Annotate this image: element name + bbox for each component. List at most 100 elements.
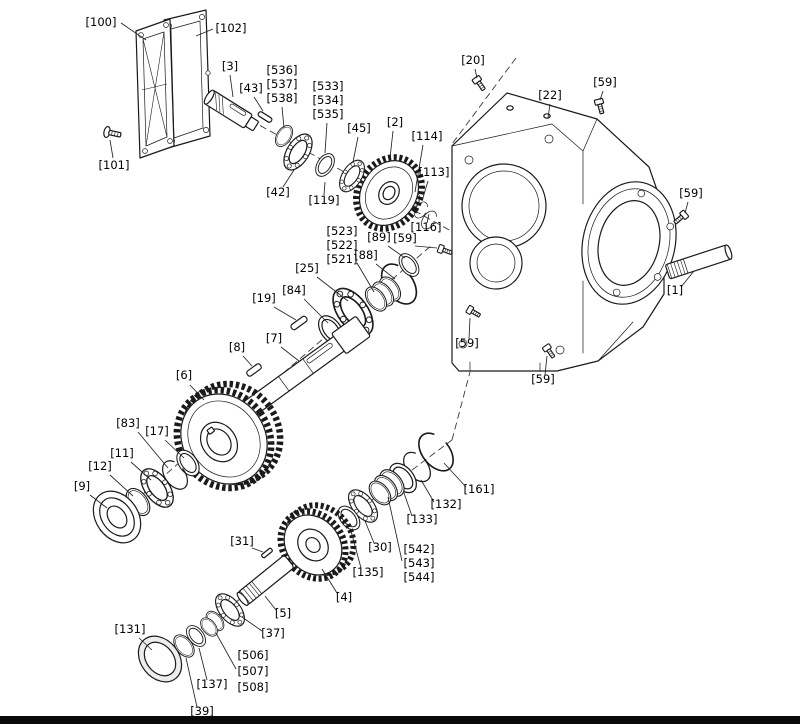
part-label-119: [119] xyxy=(309,193,340,207)
leader-line-59-4 xyxy=(468,317,471,340)
intermediate-shaft-assembly xyxy=(92,249,425,544)
snap-ring-161 xyxy=(411,425,461,479)
part-label-535: [535] xyxy=(313,107,344,121)
part-label-11: [11] xyxy=(110,446,134,460)
leader-line-30 xyxy=(364,520,375,544)
part-label-161: [161] xyxy=(464,482,495,496)
leader-line-84 xyxy=(303,298,329,324)
part-label-523: [523] xyxy=(327,224,358,238)
leader-line-8 xyxy=(242,355,253,367)
part-label-88: [88] xyxy=(354,248,378,262)
part-label-537: [537] xyxy=(267,77,298,91)
leader-line-3 xyxy=(229,74,234,98)
part-label-12: [12] xyxy=(88,459,112,473)
part-label-89: [89] xyxy=(367,230,391,244)
key-43 xyxy=(257,111,273,123)
leader-line-132 xyxy=(420,479,435,503)
part-label-508: [508] xyxy=(238,680,269,694)
part-label-31: [31] xyxy=(230,534,254,548)
part-label-39: [39] xyxy=(190,704,214,718)
spacer-119 xyxy=(311,149,339,181)
part-label-59-3: [59] xyxy=(393,231,417,245)
part-label-45: [45] xyxy=(347,121,371,135)
part-label-30: [30] xyxy=(368,540,392,554)
ring-89 xyxy=(394,249,424,281)
bearing-cover-9 xyxy=(92,490,142,544)
part-label-59-4: [59] xyxy=(455,336,479,350)
leader-line-101 xyxy=(109,139,114,159)
bolt-59-mid xyxy=(436,243,454,258)
part-label-59-5: [59] xyxy=(531,372,555,386)
leader-line-133 xyxy=(403,492,413,517)
part-label-101: [101] xyxy=(99,158,130,172)
part-label-19: [19] xyxy=(252,291,276,305)
leader-line-83 xyxy=(137,431,169,469)
leader-line-45 xyxy=(352,136,359,163)
part-label-538: [538] xyxy=(267,91,298,105)
leader-line-113 xyxy=(421,180,429,202)
part-label-543: [543] xyxy=(404,556,435,570)
part-label-536: [536] xyxy=(267,63,298,77)
leader-line-7 xyxy=(280,346,300,362)
part-label-9: [9] xyxy=(74,479,90,493)
leader-line-102 xyxy=(195,28,214,37)
bolt-20 xyxy=(471,74,488,93)
part-label-135: [135] xyxy=(353,565,384,579)
part-label-7: [7] xyxy=(266,331,282,345)
part-label-2: [2] xyxy=(387,115,403,129)
part-label-534: [534] xyxy=(313,93,344,107)
leader-line-31 xyxy=(251,547,264,553)
leader-line-42 xyxy=(282,169,295,188)
leader-line-137 xyxy=(198,647,208,681)
labels-layer: [100][102][3][43][536][537][538][533][53… xyxy=(74,15,703,718)
leader-line-12 xyxy=(109,474,134,497)
part-label-3: [3] xyxy=(222,59,238,73)
leader-line-4 xyxy=(321,568,338,594)
part-label-6: [6] xyxy=(176,368,192,382)
leader-line-161 xyxy=(443,462,467,488)
part-label-521: [521] xyxy=(327,252,358,266)
leader-line-59-5 xyxy=(544,355,548,376)
leader-line-43 xyxy=(253,96,264,112)
input-shaft-assembly xyxy=(203,89,440,233)
part-label-5: [5] xyxy=(275,606,291,620)
part-label-132: [132] xyxy=(431,497,462,511)
part-label-42: [42] xyxy=(266,185,290,199)
part-label-114: [114] xyxy=(412,129,443,143)
leader-line-89 xyxy=(387,245,406,259)
part-label-59-1: [59] xyxy=(593,75,617,89)
leader-line-119 xyxy=(323,181,326,196)
leader-line-131 xyxy=(138,637,153,651)
part-label-17: [17] xyxy=(145,424,169,438)
leader-line-535 xyxy=(324,122,328,154)
part-label-22: [22] xyxy=(538,88,562,102)
leader-line-538 xyxy=(281,106,285,129)
part-label-522: [522] xyxy=(327,238,358,252)
part-label-533: [533] xyxy=(313,79,344,93)
part-label-83: [83] xyxy=(116,416,140,430)
part-label-20: [20] xyxy=(461,53,485,67)
output-flange xyxy=(581,181,677,305)
part-label-43: [43] xyxy=(239,81,263,95)
part-label-25: [25] xyxy=(295,261,319,275)
leader-line-543 xyxy=(387,496,403,562)
part-label-1: [1] xyxy=(667,283,683,297)
cover-plate-100 xyxy=(135,18,175,159)
leader-line-19 xyxy=(273,306,297,321)
part-label-102: [102] xyxy=(216,21,247,35)
part-label-544: [544] xyxy=(404,570,435,584)
screw-101 xyxy=(103,125,122,139)
key-19 xyxy=(290,315,308,331)
bolt-59-top xyxy=(593,97,607,116)
key-8 xyxy=(246,363,262,377)
part-label-133: [133] xyxy=(407,512,438,526)
leader-line-22 xyxy=(547,103,551,119)
part-label-507: [507] xyxy=(238,664,269,678)
leader-line-5 xyxy=(264,595,277,611)
leader-line-37 xyxy=(241,616,263,632)
part-label-542: [542] xyxy=(404,542,435,556)
pinion-shaft-5 xyxy=(236,555,294,606)
leader-line-59-2 xyxy=(684,201,689,214)
gear-housing-22 xyxy=(451,92,677,372)
